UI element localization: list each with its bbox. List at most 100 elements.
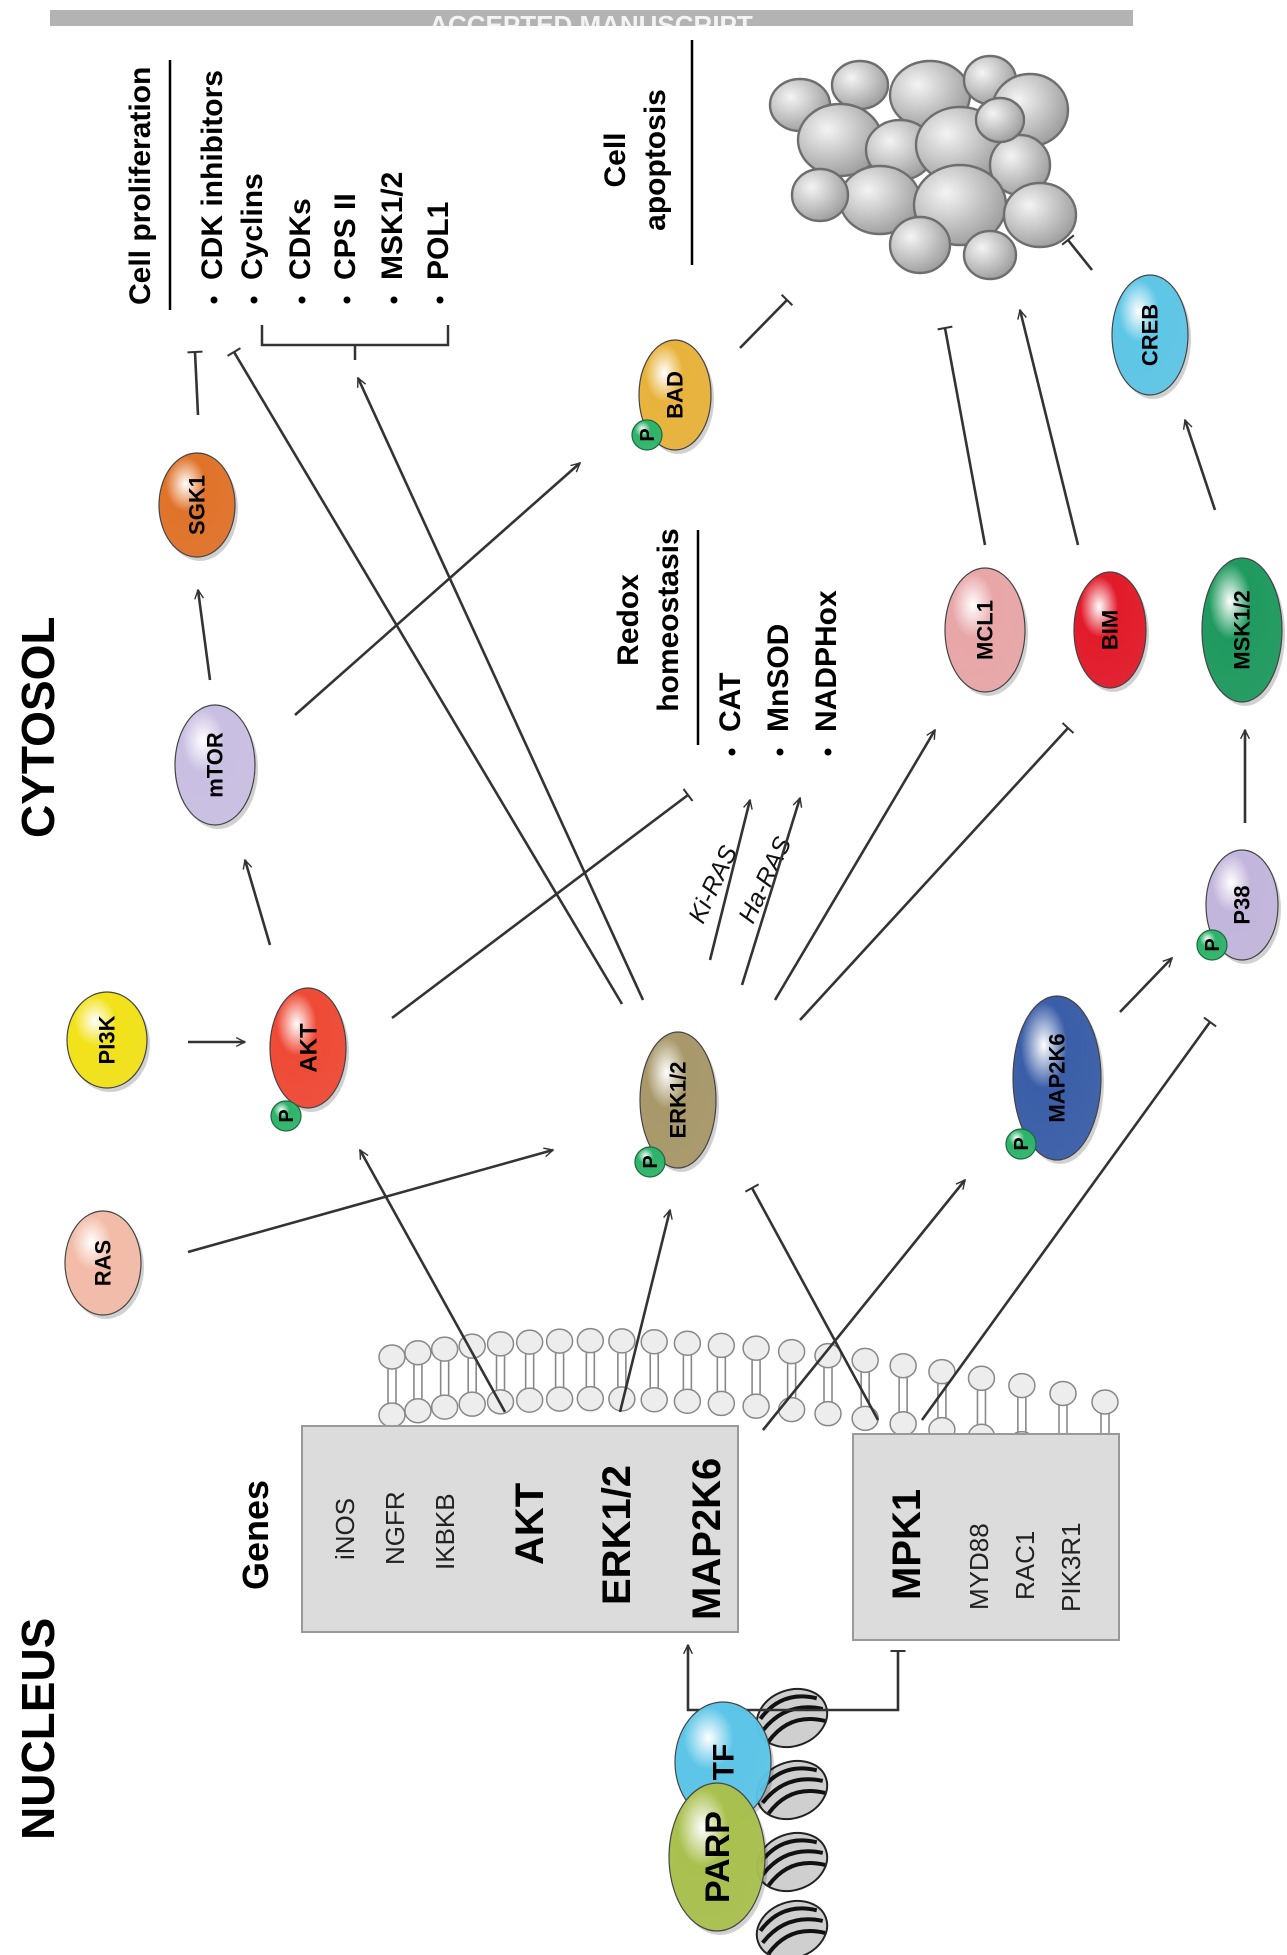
mpk1-inhibits-p38 <box>920 1016 1217 1421</box>
node-pi3k-label: PI3K <box>95 1015 120 1064</box>
gene-box-activated <box>301 1425 739 1633</box>
node-map2k6-shape <box>1012 995 1102 1161</box>
creb-inhibits-apoptosis <box>1061 234 1094 271</box>
proliferation-bullet <box>298 296 306 304</box>
node-akt-label: AKT <box>295 1023 322 1073</box>
mpk1-inhibits-erk <box>744 1183 880 1421</box>
proliferation-bullet <box>343 296 351 304</box>
node-mcl1: MCL1 <box>944 567 1028 696</box>
node-ras: RAS <box>64 1210 144 1319</box>
akt-inhibits-redox <box>391 788 694 1020</box>
node-sgk1-label: SGK1 <box>185 475 210 535</box>
phospho-icon: P <box>1005 1128 1037 1160</box>
node-mtor: mTOR <box>174 704 258 829</box>
phospho-icon: P <box>634 1146 666 1178</box>
node-bad: BAD P <box>631 339 714 454</box>
gene-mpk1: MPK1 <box>885 1489 929 1600</box>
gene-map2k6: MAP2K6 <box>685 1458 729 1620</box>
node-pi3k: PI3K <box>66 991 150 1092</box>
node-akt: AKT P <box>269 987 349 1132</box>
phospho-label: P <box>1202 938 1224 951</box>
node-bim: BIM <box>1073 571 1149 692</box>
node-sgk1-shape <box>158 452 236 558</box>
node-p38-label: P38 <box>1230 885 1255 924</box>
proliferation-item: MSK1/2 <box>376 172 409 280</box>
phospho-icon: P <box>631 419 663 451</box>
gene-akt-to-akt-arrow <box>358 1150 507 1413</box>
erk-inhibits-proliferation <box>227 347 624 1005</box>
gene-erk-to-erk-arrow <box>618 1210 670 1413</box>
bim-to-apoptosis-arrow <box>1020 310 1080 546</box>
akt-to-mtor-arrow <box>245 860 272 946</box>
node-erk-label: ERK1/2 <box>666 1061 691 1138</box>
nucleus-label: NUCLEUS <box>12 1618 64 1840</box>
node-msk-label: MSK1/2 <box>1230 590 1255 669</box>
cytosol-label: CYTOSOL <box>12 616 64 838</box>
node-creb: CREB <box>1111 274 1191 399</box>
node-parp: PARP <box>668 1782 768 1935</box>
gene-inos: iNOS <box>330 1498 360 1560</box>
bad-inhibits-apoptosis <box>739 294 794 349</box>
sgk1-inhibits-proliferation <box>187 350 203 416</box>
phospho-icon: P <box>270 1100 302 1132</box>
redox-bullet <box>728 748 736 756</box>
erk-ha-ras-redox-arrow <box>740 798 800 986</box>
phospho-label: P <box>637 428 659 441</box>
phospho-label: P <box>640 1155 662 1168</box>
mtor-to-bad-arrow <box>294 463 580 716</box>
node-bim-label: BIM <box>1098 610 1123 650</box>
proliferation-item: Cyclins <box>236 173 269 280</box>
node-msk: MSK1/2 <box>1201 557 1285 706</box>
tf-to-gene-box-inhibition <box>770 1650 906 1712</box>
node-mtor-shape <box>174 704 256 826</box>
proliferation-item: CPS II <box>329 193 362 280</box>
accepted-manuscript-banner: ACCEPTED MANUSCRIPT <box>50 10 1133 40</box>
proliferation-bullet <box>390 296 398 304</box>
gene-akt: AKT <box>508 1483 552 1565</box>
node-bad-label: BAD <box>663 371 688 419</box>
redox-item: CAT <box>714 673 747 732</box>
gene-myd88: MYD88 <box>964 1523 994 1610</box>
gene-box-repressed <box>852 1433 1120 1641</box>
gene-pik3r1: PIK3R1 <box>1056 1522 1086 1612</box>
node-mcl1-shape <box>944 567 1026 693</box>
apoptotic-cells-icon <box>768 54 1078 281</box>
tf-to-gene-box-arrow <box>688 1645 770 1712</box>
msk-to-creb-arrow <box>1185 420 1217 511</box>
apoptosis-line1: Cell <box>599 132 632 187</box>
node-erk: ERK1/2P <box>634 1031 719 1178</box>
node-parp-shape <box>668 1782 766 1932</box>
gene-ngfr: NGFR <box>380 1491 410 1565</box>
genes-heading: Genes <box>235 1480 276 1590</box>
redox-bullet <box>776 748 784 756</box>
phospho-label: P <box>276 1109 298 1122</box>
banner-text: ACCEPTED MANUSCRIPT <box>429 10 753 40</box>
mtor-to-sgk1-arrow <box>198 590 212 681</box>
node-creb-label: CREB <box>1138 304 1163 366</box>
node-mtor-label: mTOR <box>203 732 228 798</box>
gene-erk: ERK1/2 <box>595 1465 639 1605</box>
node-ras-shape <box>64 1210 142 1316</box>
redox-bullet <box>824 748 832 756</box>
node-sgk1: SGK1 <box>158 452 238 561</box>
proliferation-item: POL1 <box>422 202 455 280</box>
redox-line2: homeostasis <box>652 528 685 711</box>
proliferation-bullet <box>436 296 444 304</box>
node-pi3k-shape <box>66 991 148 1089</box>
erk-to-proliferation-arrow <box>356 378 645 1001</box>
proliferation-item: CDKs <box>284 198 317 280</box>
redox-line1: Redox <box>612 574 645 666</box>
node-parp-label: PARP <box>699 1811 737 1903</box>
proliferation-bracket <box>260 325 450 360</box>
proliferation-bullet <box>210 296 218 304</box>
map2k6-to-p38-arrow <box>1119 958 1172 1013</box>
phospho-icon: P <box>1196 929 1228 961</box>
node-ras-label: RAS <box>91 1240 116 1286</box>
proliferation-heading: Cell proliferation <box>124 67 157 305</box>
node-akt-shape <box>269 987 347 1109</box>
redox-item: NADPHox <box>810 590 843 732</box>
node-tf-label: TF <box>708 1744 741 1781</box>
